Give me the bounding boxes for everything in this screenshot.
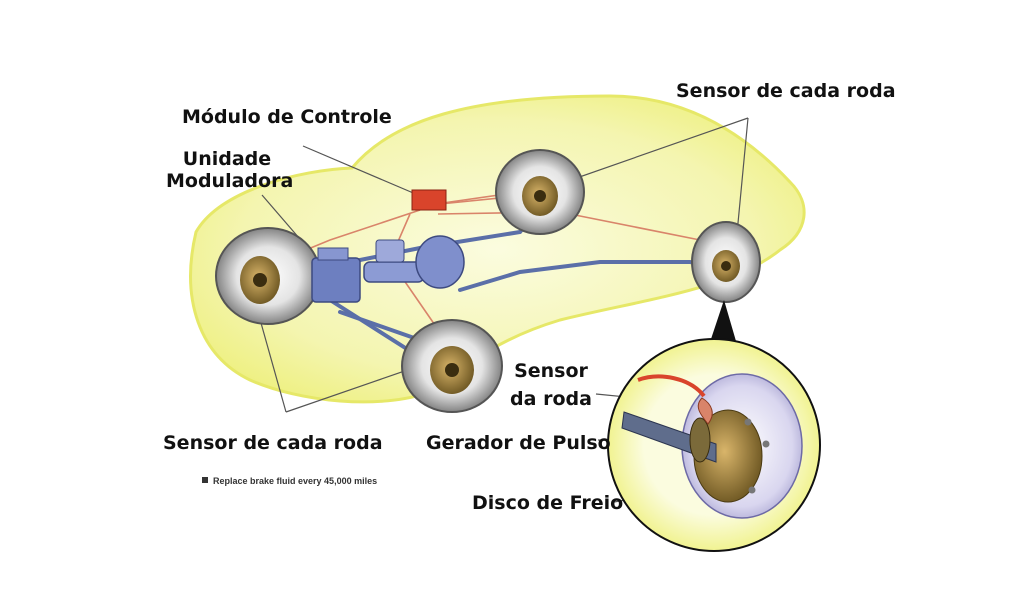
wheel-front-right [691,221,761,303]
wheel-front-left [401,319,503,413]
wheel-rear-left [215,227,321,325]
label-sensor-each-wheel-bottom: Sensor de cada roda [163,432,383,454]
label-pulse-generator: Gerador de Pulso [426,432,611,454]
master-cylinder [363,235,465,289]
detail-circle [607,338,821,552]
label-modulator-line1: Unidade [182,148,272,170]
modulator-unit [311,247,361,303]
car-body [189,94,806,404]
control-module-box [411,189,447,211]
label-wheel-sensor-line1: Sensor [514,360,588,382]
bullet-square-icon [202,477,208,483]
label-wheel-sensor-line2: da roda [510,388,592,410]
label-modulator-line2: Moduladora [166,170,294,192]
label-sensor-each-wheel-top: Sensor de cada roda [676,80,896,102]
label-brake-disc: Disco de Freio [472,492,624,514]
zoom-wedge [708,300,738,348]
label-control-module: Módulo de Controle [182,106,392,128]
footnote-text: Replace brake fluid every 45,000 miles [213,476,378,486]
footnote: Replace brake fluid every 45,000 miles [202,476,377,486]
wheel-rear-right [495,149,585,235]
